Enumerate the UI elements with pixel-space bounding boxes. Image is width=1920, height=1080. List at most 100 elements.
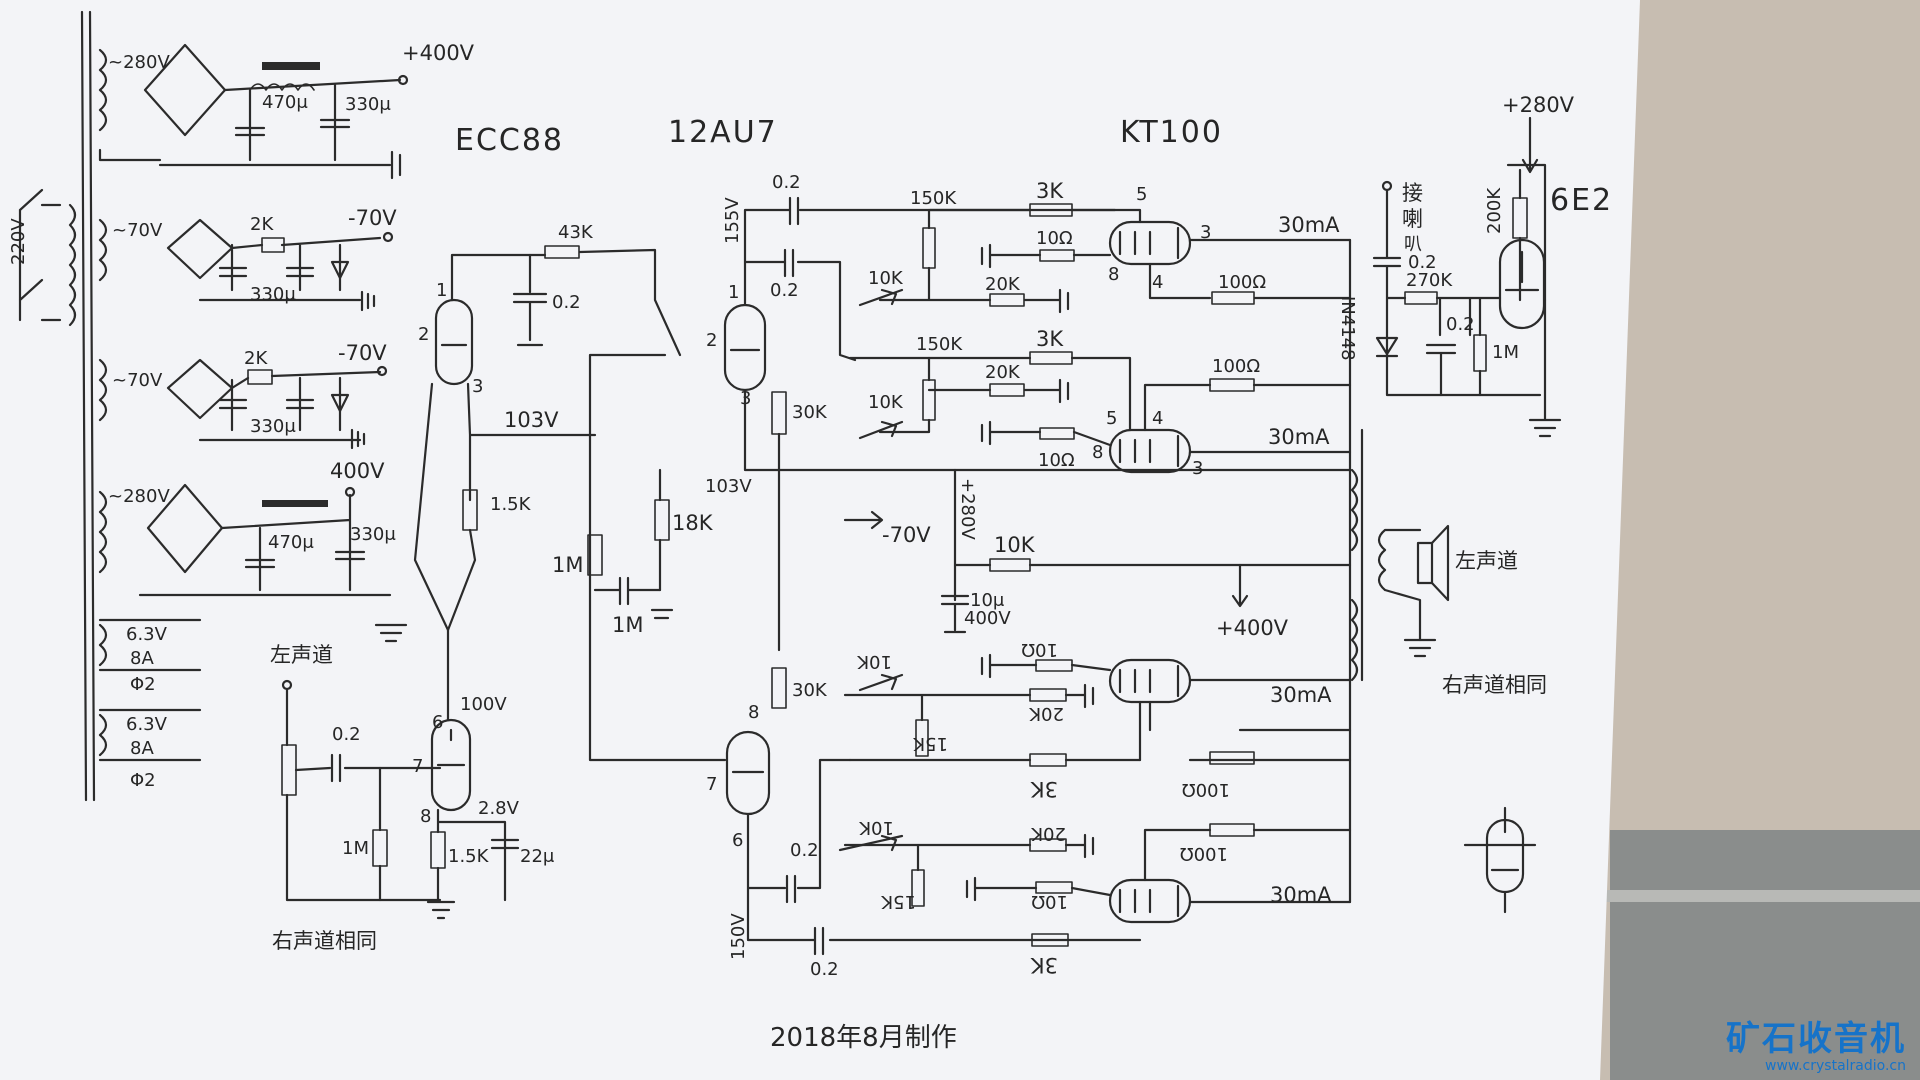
- heater2-current: 8A: [130, 738, 154, 759]
- kt100-4-g2-resistor: [1035, 881, 1073, 894]
- kt100-2-pin8: 8: [1092, 442, 1103, 463]
- kt100-2-pot-label: 10K: [868, 392, 904, 413]
- splitter-cap3-label: 0.2: [790, 840, 819, 861]
- mains-voltage-label: 220V: [8, 218, 29, 265]
- secondary-winding-4: [98, 490, 108, 574]
- bridge-rectifier-3: [166, 358, 234, 420]
- ecc88-cathode-resistor: [462, 489, 478, 531]
- tube-type-6e2: 6E2: [1550, 183, 1613, 218]
- sec1-caps: [234, 118, 351, 137]
- input-pin6: 6: [432, 712, 443, 733]
- choke-1: [262, 62, 320, 70]
- cathode-cap: [490, 838, 520, 850]
- secondary-winding-3: [98, 358, 108, 422]
- indicator-series-resistor: [1404, 291, 1438, 305]
- kt100-4-adj-resistor: [1029, 838, 1067, 852]
- kt100-3-grid-label: 3K: [1030, 777, 1058, 801]
- tube-type-12au7: 12AU7: [668, 115, 778, 150]
- input-ground: [426, 900, 456, 920]
- sec4-ground: [374, 623, 408, 643]
- ecc88-cap-label: 0.2: [552, 292, 581, 313]
- kt100-4-bias-label: 15K: [880, 891, 916, 912]
- transformer-core-line-1: [80, 10, 88, 802]
- tuning-indicator-section: +280V 200K 接 喇 叭 0.2 270K IN4148 0.2 1M: [1337, 93, 1575, 914]
- sec2-ac-label: ~70V: [112, 220, 163, 241]
- drawing-date: 2018年8月制作: [770, 1023, 957, 1053]
- speaker-section: 左声道 右声道相同: [1377, 524, 1547, 697]
- bias-cap-label: 10μ: [970, 590, 1005, 611]
- input-pin8: 8: [420, 806, 431, 827]
- splitter-pin1: 1: [728, 282, 739, 303]
- heater-winding-1: [98, 618, 202, 672]
- sec1-cap1-label: 470μ: [262, 92, 308, 113]
- sec2-ground: [360, 290, 376, 312]
- bias-main-resistor-label: 10K: [994, 533, 1036, 557]
- splitter-cap4-label: 0.2: [810, 959, 839, 980]
- splitter-bottom-caps: [785, 874, 825, 956]
- indicator-note-b: 喇: [1402, 207, 1423, 231]
- sec3-ground: [350, 428, 366, 450]
- splitter-mid-wires: [588, 353, 1352, 762]
- sec4-dc-label: 400V: [330, 459, 385, 483]
- kt100-3-current: 30mA: [1270, 683, 1332, 707]
- tube-type-ecc88: ECC88: [455, 123, 564, 158]
- speaker-left-label: 左声道: [1455, 549, 1518, 573]
- ot-secondary: [1377, 528, 1422, 642]
- cathode-resistor-label: 1.5K: [448, 846, 490, 867]
- input-plate-voltage: 100V: [460, 694, 507, 715]
- sec3-wires: [198, 370, 382, 442]
- indicator-diode: [1375, 336, 1399, 358]
- kt100-2-adj-label: 20K: [985, 362, 1021, 383]
- heater1-current: 8A: [130, 648, 154, 669]
- logo-title: 矿石收音机: [1726, 1019, 1906, 1059]
- heater1-id: Φ2: [130, 674, 156, 695]
- sec1-ground-symbol: [390, 150, 402, 180]
- kt100-1-adj-resistor: [989, 293, 1025, 307]
- bias-main-resistor: [989, 558, 1031, 572]
- window-sill: [1610, 830, 1920, 1080]
- paper-sheet: [0, 0, 1640, 1080]
- ecc88-pin3: 3: [472, 376, 483, 397]
- kt100-4-pot[interactable]: [838, 834, 904, 852]
- sec3-dc-label: -70V: [338, 341, 387, 365]
- sec3-zener: [330, 393, 350, 413]
- indicator-filter-cap-label: 0.2: [1446, 314, 1475, 335]
- sec2-resistor: [261, 237, 285, 253]
- splitter-cap1-label: 0.2: [772, 172, 801, 193]
- splitter-top-caps: [783, 196, 800, 278]
- kt100-3-pot[interactable]: [858, 673, 904, 692]
- splitter-cathode-resistor: [654, 499, 670, 541]
- kt100-1-pin3: 3: [1200, 222, 1211, 243]
- ecc88-feedback-label: 43K: [558, 222, 594, 243]
- sec1-cap2-label: 330μ: [345, 94, 391, 115]
- kt100-4-grid-resistor: [1031, 933, 1069, 947]
- input-wires: [285, 688, 442, 902]
- kt100-1-pot[interactable]: [858, 288, 904, 307]
- ecc88-tube: [434, 298, 474, 386]
- input-cap: [330, 753, 342, 783]
- splitter-bottom-wires: [746, 758, 1142, 942]
- ecc88-cathode-label: 1.5K: [490, 494, 532, 515]
- kt100-1-bias-label: 150K: [910, 188, 957, 209]
- kt100-2-bias-label: 150K: [916, 334, 963, 355]
- kt100-1-g2-label: 10Ω: [1036, 228, 1073, 249]
- ecc88-pin2: 2: [418, 324, 429, 345]
- splitter-plate-resistor-2-label: 30K: [792, 680, 828, 701]
- bias-supply-wires: [940, 468, 1352, 634]
- output-stage: 5 3 8 4 3K 100Ω 10Ω 150K 10K 20K 30mA 5 …: [838, 179, 1364, 977]
- indicator-cap-in-label: 0.2: [1408, 252, 1437, 273]
- kt100-2-pin3: 3: [1192, 458, 1203, 479]
- kt100-3-bias-resistor: [915, 719, 929, 757]
- watermark-logo: 矿石收音机 www.crystalradio.cn: [1726, 1020, 1906, 1074]
- kt100-1-screen-resistor: [1211, 291, 1255, 305]
- input-channel-label: 左声道: [270, 643, 333, 667]
- sec1-ac-label: ~280V: [108, 52, 170, 73]
- kt100-4-screen-resistor: [1209, 823, 1255, 837]
- splitter-grid-cap: [593, 576, 662, 606]
- kt100-2-pot[interactable]: [858, 420, 904, 440]
- kt100-3-grid-resistor: [1029, 753, 1067, 767]
- kt100-4-current: 30mA: [1270, 883, 1332, 907]
- sec4-caps: [244, 550, 366, 569]
- grid-resistor-label: 1M: [342, 838, 369, 859]
